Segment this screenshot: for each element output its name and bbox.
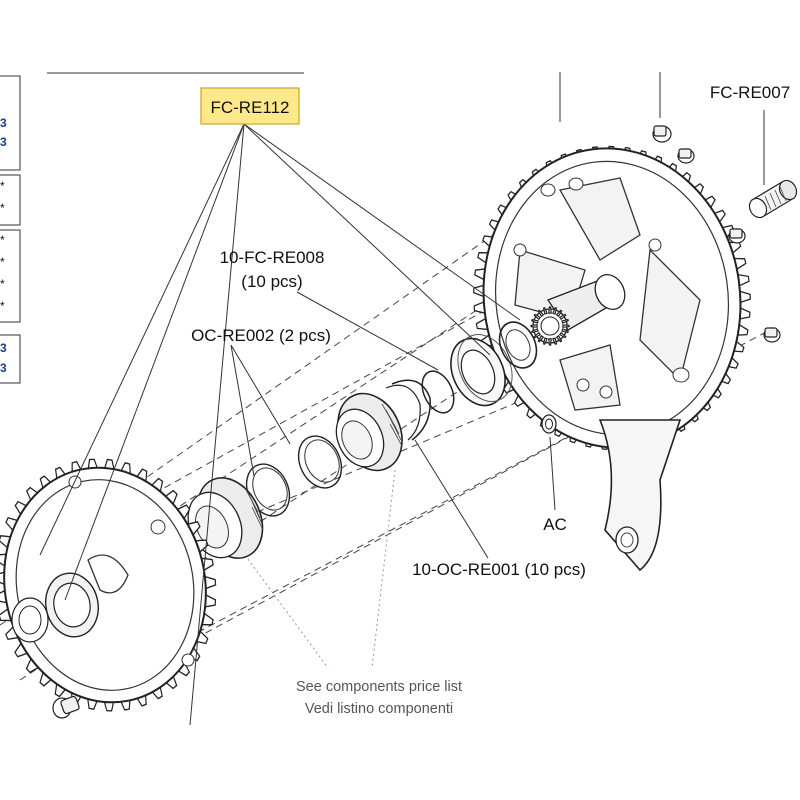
margin-blue-mark-b: 3: [0, 341, 7, 355]
margin-star-2: *: [0, 201, 5, 215]
label-oc-re001: 10-OC-RE001 (10 pcs): [412, 560, 586, 579]
chainring-bolt-left: [52, 695, 80, 719]
crank-arm: [598, 419, 682, 572]
chainring-tooth: [537, 309, 545, 318]
ac-washer: [541, 414, 557, 434]
label-fc-re008-line2: (10 pcs): [241, 272, 302, 291]
chainring-tooth: [548, 338, 552, 346]
bolt-3: [728, 228, 746, 244]
note-price-list-it: Vedi listino componenti: [305, 701, 453, 717]
bolt-2: [677, 148, 695, 164]
bolt-1: [652, 125, 672, 143]
margin-star-3: *: [0, 233, 5, 247]
chainring-tooth: [537, 334, 545, 343]
chainring-tooth: [552, 307, 558, 315]
highlight-box: [200, 87, 300, 125]
chainring-tooth: [533, 313, 542, 321]
crank-fixing-bolt: [748, 179, 798, 219]
margin-blue-mark-b2: 3: [0, 361, 7, 375]
chainring-tooth: [548, 306, 552, 314]
chainring-tooth: [531, 328, 539, 334]
margin-blue-mark-a: 3: [0, 116, 7, 130]
chainring-tooth: [561, 328, 569, 334]
bearing-cup-right: [335, 392, 403, 472]
left-margin-table: [0, 75, 21, 384]
o-ring-middle: [297, 435, 343, 489]
dust-seal-right: [498, 321, 538, 369]
chainring-tooth: [533, 331, 542, 339]
margin-star-4: *: [0, 255, 5, 269]
spindle: [530, 273, 626, 346]
margin-star-6: *: [0, 299, 5, 313]
chainring-tooth: [542, 337, 548, 345]
label-ac: AC: [543, 515, 567, 534]
callout-fc-re112: FC-RE112: [200, 87, 300, 125]
label-fc-re008-line1: 10-FC-RE008: [220, 248, 325, 267]
chainring-tooth: [562, 324, 570, 328]
chainring-tooth: [555, 309, 563, 318]
label-oc-re002: OC-RE002 (2 pcs): [191, 326, 331, 345]
spindle-spline: [530, 306, 570, 346]
label-fc-re007: FC-RE007: [710, 83, 790, 102]
chainring-tooth: [555, 334, 563, 343]
leader-lines: [39, 72, 765, 726]
chainring-tooth: [558, 313, 567, 321]
chainring-tooth: [542, 307, 548, 315]
chainring-bolts-right: [652, 125, 781, 343]
bearing-right: [450, 334, 513, 407]
label-fc-re112: FC-RE112: [210, 98, 289, 117]
bolt-4: [763, 327, 781, 343]
left-margin-marks: 3 3 * * * * * * 3 3: [0, 116, 7, 375]
dotted-note-lines: [244, 469, 396, 669]
margin-blue-mark-a2: 3: [0, 135, 7, 149]
margin-star-5: *: [0, 277, 5, 291]
wave-washer-ring: [421, 370, 455, 414]
chainring-tooth: [561, 318, 569, 324]
chainring-tooth: [558, 331, 567, 339]
note-price-list-en: See components price list: [296, 679, 462, 695]
chainring-tooth: [531, 318, 539, 324]
margin-star-1: *: [0, 179, 5, 193]
chainring-tooth: [552, 337, 558, 345]
inner-chainring: [0, 458, 217, 712]
chainring-tooth: [530, 324, 538, 328]
c-clip-circlip: [385, 379, 431, 441]
